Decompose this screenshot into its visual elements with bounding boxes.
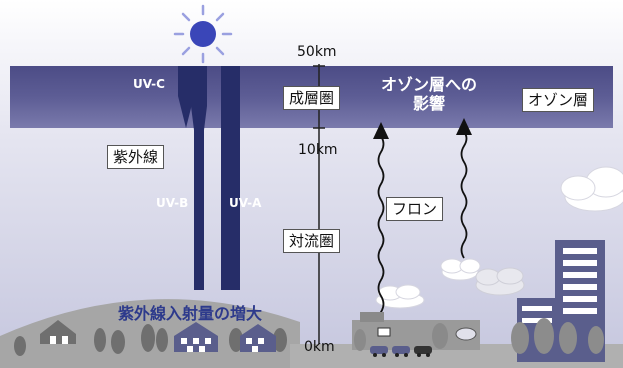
wavy-arrow-icon (373, 122, 389, 329)
uv-b-beam (191, 66, 207, 290)
uv-c-label: UV-C (133, 77, 165, 91)
uv-a-beam (221, 66, 240, 290)
freon-label: フロン (386, 197, 444, 221)
house-icon (240, 324, 276, 352)
uv-a-label: UV-A (229, 196, 262, 210)
altitude-10km-label: 10km (298, 142, 338, 158)
cloud-icon (375, 284, 425, 309)
ultraviolet-label: 紫外線 (107, 145, 165, 169)
altitude-0km-label: 0km (304, 339, 335, 355)
cloud-icon (560, 166, 623, 212)
tree-icon (511, 318, 604, 354)
ozone-effect-label: オゾン層への 影響 (366, 75, 492, 113)
uv-b-label: UV-B (156, 196, 189, 210)
tree-icon (354, 323, 448, 351)
tree-icon (14, 324, 287, 356)
uv-increase-label: 紫外線入射量の増大 (118, 304, 263, 323)
sun-icon (173, 4, 233, 64)
wavy-arrow-icon (456, 118, 472, 259)
altitude-50km-label: 50km (297, 44, 337, 60)
car-icon (370, 346, 432, 357)
cloud-icon (475, 267, 525, 296)
ozone-effect-line2: 影響 (412, 94, 445, 113)
uv-c-beam (178, 66, 194, 128)
troposphere-label: 対流圏 (283, 229, 341, 253)
ozone-effect-line1: オゾン層への (380, 75, 477, 94)
factory-icon (352, 312, 480, 350)
stratosphere-label: 成層圏 (283, 86, 341, 110)
house-icon (40, 320, 76, 344)
ozone-layer-label: オゾン層 (522, 88, 595, 112)
house-icon (174, 322, 218, 352)
cloud-icon (440, 258, 481, 281)
